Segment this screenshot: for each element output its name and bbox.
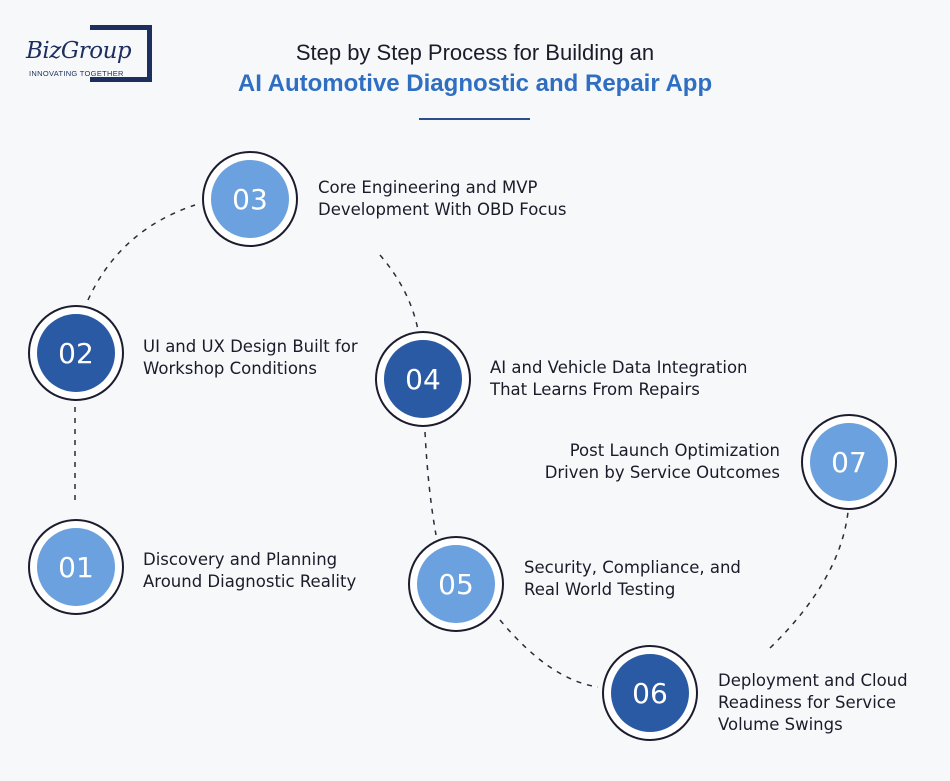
- step-06-badge: 06: [602, 645, 698, 741]
- logo-text: BizGroup: [26, 38, 132, 64]
- step-01-label: Discovery and Planning Around Diagnostic…: [143, 549, 356, 593]
- step-05-badge: 05: [408, 536, 504, 632]
- step-04-label: AI and Vehicle Data Integration That Lea…: [490, 357, 748, 401]
- step-02-line2: Workshop Conditions: [143, 359, 317, 378]
- step-03-line2: Development With OBD Focus: [318, 200, 567, 219]
- step-02-line1: UI and UX Design Built for: [143, 337, 358, 356]
- step-06-line2: Readiness for Service: [718, 693, 897, 712]
- step-03-badge: 03: [202, 151, 298, 247]
- step-05-label: Security, Compliance, and Real World Tes…: [524, 557, 741, 601]
- bizgroup-logo: BizGroup INNOVATING TOGETHER: [24, 24, 159, 84]
- connector-06-07: [769, 511, 849, 649]
- step-05-number: 05: [417, 545, 495, 623]
- step-02-label: UI and UX Design Built for Workshop Cond…: [143, 336, 358, 380]
- step-07-badge: 07: [801, 414, 897, 510]
- step-06-line3: Volume Swings: [718, 715, 843, 734]
- step-06-line1: Deployment and Cloud: [718, 671, 908, 690]
- step-01-number: 01: [37, 528, 115, 606]
- step-05-line2: Real World Testing: [524, 580, 676, 599]
- title-underline: [419, 118, 530, 120]
- page-title-line1: Step by Step Process for Building an: [295, 40, 655, 65]
- step-04-badge: 04: [375, 331, 471, 427]
- step-01-line1: Discovery and Planning: [143, 550, 338, 569]
- step-02-number: 02: [37, 314, 115, 392]
- step-07-line2: Driven by Service Outcomes: [544, 463, 780, 482]
- connector-03-04: [379, 254, 419, 331]
- connector-05-06: [499, 619, 599, 688]
- step-01-badge: 01: [28, 519, 124, 615]
- step-07-label: Post Launch Optimization Driven by Servi…: [520, 440, 780, 484]
- logo-tagline: INNOVATING TOGETHER: [29, 69, 124, 78]
- step-04-line2: That Learns From Repairs: [490, 380, 700, 399]
- step-03-number: 03: [211, 160, 289, 238]
- step-03-line1: Core Engineering and MVP: [318, 178, 538, 197]
- connector-04-05: [424, 431, 437, 536]
- step-05-line1: Security, Compliance, and: [524, 558, 741, 577]
- step-07-line1: Post Launch Optimization: [569, 441, 780, 460]
- page-title-line2: AI Automotive Diagnostic and Repair App: [237, 70, 713, 97]
- logo-frame: [90, 25, 152, 82]
- step-04-number: 04: [384, 340, 462, 418]
- step-06-label: Deployment and Cloud Readiness for Servi…: [718, 670, 908, 736]
- step-03-label: Core Engineering and MVP Development Wit…: [318, 177, 566, 221]
- step-04-line1: AI and Vehicle Data Integration: [490, 358, 748, 377]
- connector-02-03: [87, 204, 196, 301]
- step-02-badge: 02: [28, 305, 124, 401]
- step-07-number: 07: [810, 423, 888, 501]
- step-06-number: 06: [611, 654, 689, 732]
- step-01-line2: Around Diagnostic Reality: [143, 572, 357, 591]
